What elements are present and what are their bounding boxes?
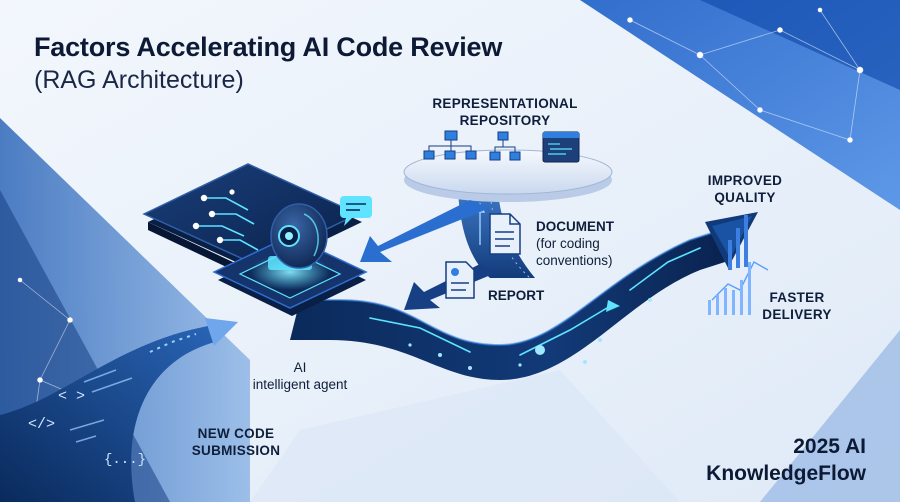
code-glyph-braces: {...}	[104, 452, 146, 468]
submission-label: NEW CODE SUBMISSION	[176, 425, 296, 459]
document-label: DOCUMENT (for coding conventions)	[536, 218, 614, 269]
code-glyph-tag: </>	[28, 416, 55, 433]
agent-label: AI intelligent agent	[250, 359, 350, 393]
performance-bars	[708, 215, 769, 315]
agent-label-line2: intelligent agent	[252, 377, 348, 392]
brand-line2: KnowledgeFlow	[706, 462, 866, 485]
chat-bubble-icon	[340, 196, 372, 226]
page-title: Factors Accelerating AI Code Review	[34, 32, 503, 62]
repository-label-line1: REPRESENTATIONAL	[432, 96, 578, 111]
brand-line1: 2025 AI	[793, 435, 866, 458]
document-label-title: DOCUMENT	[536, 219, 614, 234]
agent-label-line1: AI	[293, 360, 307, 375]
submission-label-line2: SUBMISSION	[191, 443, 281, 458]
code-submission-ramp: </> < > {...}	[0, 318, 238, 502]
delivery-label-line2: DELIVERY	[762, 307, 832, 322]
repository-label-line2: REPOSITORY	[459, 113, 551, 128]
quality-label-line1: IMPROVED	[707, 173, 783, 188]
robot-head-icon	[270, 203, 328, 269]
report-icon	[445, 261, 475, 299]
code-glyph-angle: < >	[58, 388, 85, 405]
report-label: REPORT	[488, 288, 545, 303]
document-label-sub2: conventions)	[536, 253, 613, 268]
delivery-label-line1: FASTER	[769, 290, 825, 305]
brand-watermark: 2025 AI KnowledgeFlow	[706, 433, 866, 487]
quality-label: IMPROVED QUALITY	[690, 172, 800, 206]
submission-label-line1: NEW CODE	[197, 426, 275, 441]
delivery-label: FASTER DELIVERY	[752, 289, 842, 323]
page-subtitle: (RAG Architecture)	[34, 66, 244, 94]
repository-label: REPRESENTATIONAL REPOSITORY	[430, 95, 580, 129]
document-label-sub1: (for coding	[536, 236, 600, 251]
quality-label-line2: QUALITY	[714, 190, 776, 205]
document-icon	[489, 213, 521, 255]
